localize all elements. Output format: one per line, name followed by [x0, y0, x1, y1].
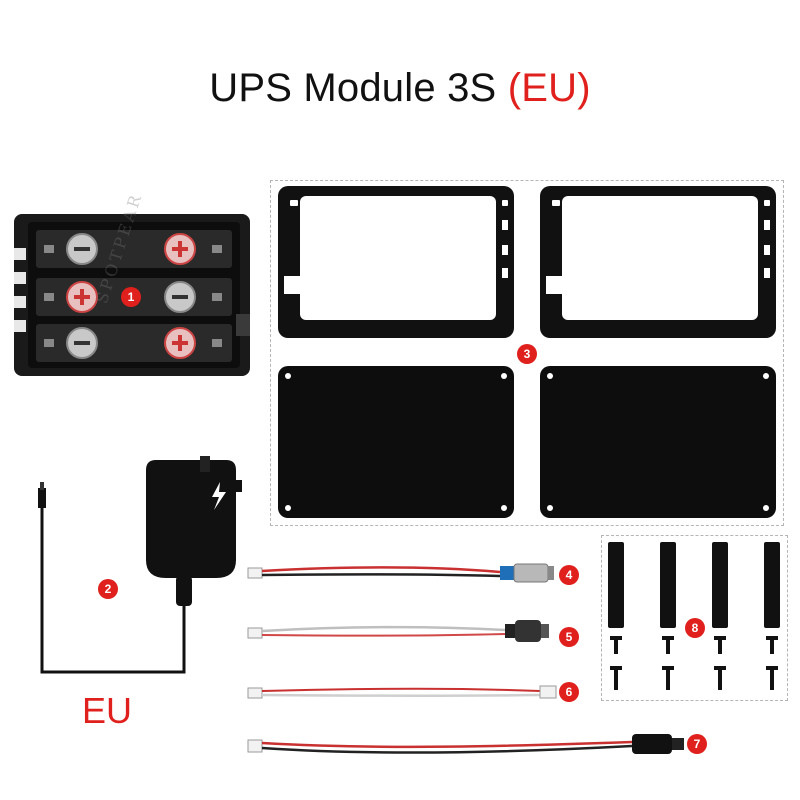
- item-badge-2: 2: [98, 579, 118, 599]
- item-badge-6: 6: [559, 682, 579, 702]
- standoffs-screws-graphic: [608, 542, 780, 690]
- switch-cable-button-graphic: [247, 620, 549, 642]
- switch-cable-metal-graphic: [247, 563, 554, 583]
- title-accent: (EU): [507, 66, 591, 110]
- item-badge-4: 4: [559, 565, 579, 585]
- item-badge-7: 7: [687, 734, 707, 754]
- acrylic-plates-box: [270, 180, 784, 526]
- standoffs-box: [601, 535, 788, 701]
- item-badge-3: 3: [517, 344, 537, 364]
- acrylic-plates-graphic: [278, 186, 776, 518]
- connector-cable-graphic: [247, 685, 557, 699]
- title-main: UPS Module 3S: [209, 66, 508, 110]
- dc-cable-graphic: [247, 734, 684, 754]
- page-title: UPS Module 3S (EU): [0, 66, 800, 111]
- item-badge-1: 1: [121, 287, 141, 307]
- item-badge-8: 8: [685, 618, 705, 638]
- power-adapter-graphic: [38, 456, 242, 674]
- adapter-region-label: EU: [82, 690, 133, 731]
- item-badge-5: 5: [559, 627, 579, 647]
